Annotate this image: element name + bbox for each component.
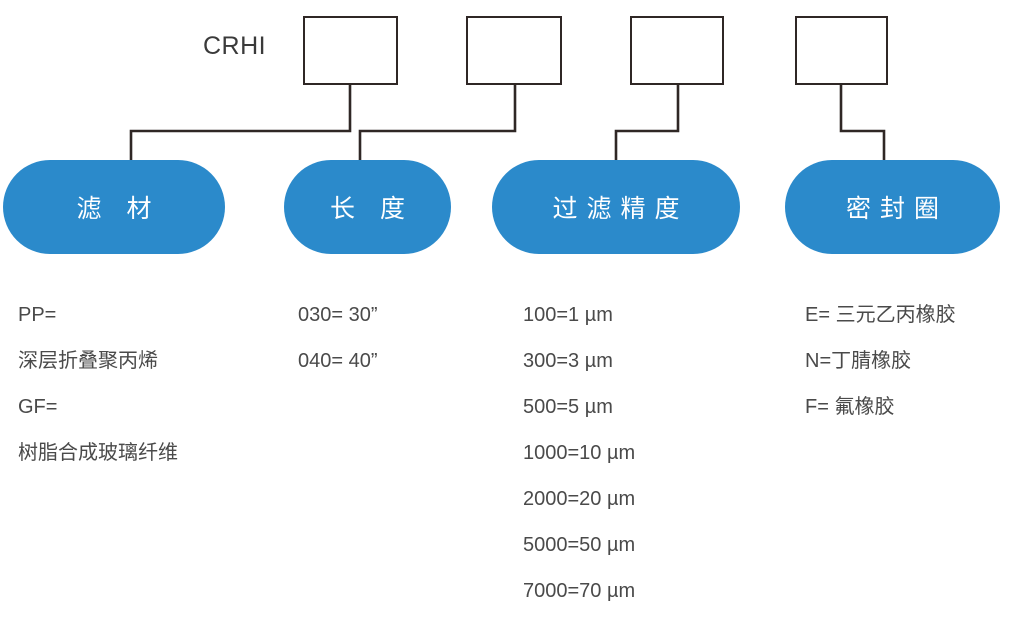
option-item: 300=3 µm (523, 350, 613, 372)
connector-box3-to-precision (614, 83, 680, 162)
code-box-3[interactable] (630, 16, 724, 85)
option-item: 5000=50 µm (523, 534, 636, 556)
option-item: 500=5 µm (523, 396, 613, 418)
category-pill-filter-material[interactable]: 滤 材 (3, 160, 225, 254)
code-box-4[interactable] (795, 16, 888, 85)
category-pill-filtration-precision-label: 过滤精度 (552, 195, 689, 223)
category-pill-length-label: 长 度 (330, 195, 414, 223)
option-column-filtration-precision: 100=1 µm 300=3 µm 500=5 µm 1000=10 µm 20… (523, 292, 635, 614)
option-item: 1000=10 µm (523, 442, 636, 464)
option-item: N=丁腈橡胶 (805, 350, 912, 372)
option-column-sealing-ring: E= 三元乙丙橡胶 N=丁腈橡胶 F= 氟橡胶 (805, 292, 956, 430)
option-item: 100=1 µm (523, 304, 613, 326)
option-item: 7000=70 µm (523, 580, 636, 602)
option-item: 树脂合成玻璃纤维 (18, 442, 178, 464)
connector-box1-to-filter-material (129, 83, 352, 162)
option-item: 030= 30” (298, 304, 378, 326)
category-pill-filtration-precision[interactable]: 过滤精度 (492, 160, 740, 254)
category-pill-filter-material-label: 滤 材 (76, 195, 161, 223)
option-column-filter-material: PP= 深层折叠聚丙烯 GF= 树脂合成玻璃纤维 (18, 292, 178, 476)
category-pill-sealing-ring[interactable]: 密封圈 (785, 160, 1000, 254)
connector-box4-to-sealing-ring (839, 83, 886, 162)
option-item: PP= (18, 304, 57, 326)
connector-box2-to-length (358, 83, 517, 162)
option-item: E= 三元乙丙橡胶 (805, 304, 956, 326)
code-box-2[interactable] (466, 16, 562, 85)
product-code-prefix-label: CRHI (203, 32, 267, 60)
option-column-length: 030= 30” 040= 40” (298, 292, 378, 384)
category-pill-length[interactable]: 长 度 (284, 160, 451, 254)
category-pill-sealing-ring-label: 密封圈 (845, 195, 948, 223)
option-item: GF= (18, 396, 58, 418)
code-box-1[interactable] (303, 16, 398, 85)
option-item: F= 氟橡胶 (805, 396, 895, 418)
option-item: 2000=20 µm (523, 488, 636, 510)
option-item: 040= 40” (298, 350, 378, 372)
option-item: 深层折叠聚丙烯 (18, 350, 158, 372)
